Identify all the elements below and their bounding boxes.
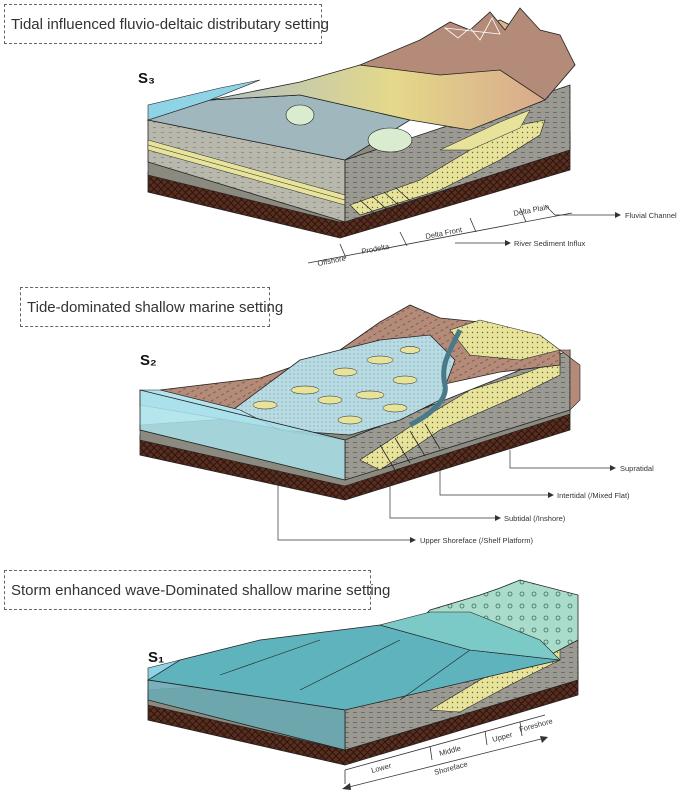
s3-delta-wedges — [349, 119, 546, 216]
panel-s2: S₂ Supratidal Intertidal (/Mixed Flat) S… — [139, 304, 654, 545]
s3-title: Tidal influenced fluvio-deltaic distribu… — [4, 4, 329, 44]
s1-water-front — [147, 679, 346, 751]
s3-zone-delta-front: Delta Front — [425, 225, 464, 241]
panel-s3: Offshore Prodelta Delta Front Delta Plai… — [138, 7, 677, 268]
s3-callout-fluvial-channel: Fluvial Channel — [625, 211, 677, 220]
s1-zone-upper: Upper — [491, 730, 514, 744]
s2-side-cliff — [559, 349, 581, 411]
s3-mountains — [358, 7, 576, 101]
s2-stage-label: S₂ — [140, 352, 157, 369]
s2-water-front — [139, 389, 346, 481]
s3-zone-prodelta: Prodelta — [361, 242, 391, 256]
s3-island — [285, 104, 315, 126]
s2-callout-supratidal: Supratidal — [620, 464, 654, 473]
s3-island — [367, 127, 413, 153]
s1-zone-middle: Middle — [438, 744, 462, 758]
s1-zone-foreshore: Foreshore — [518, 716, 553, 734]
s2-title: Tide-dominated shallow marine setting — [20, 287, 283, 327]
s2-callout-intertidal: Intertidal (/Mixed Flat) — [557, 491, 630, 500]
s1-water-edge — [147, 659, 181, 681]
s2-callout-upper-shoreface: Upper Shoreface (/Shelf Platform) — [420, 536, 533, 545]
s2-callout-subtidal: Subtidal (/Inshore) — [504, 514, 566, 523]
s1-zone-lower: Lower — [370, 761, 393, 775]
s3-stage-label: S₃ — [138, 70, 155, 87]
s3-water-body — [147, 79, 261, 121]
s1-stage-label: S₁ — [148, 649, 164, 666]
s2-tidal-wedges — [359, 359, 561, 471]
panel-s1: S₁ Lower Middle Upper Foreshore Shorefac… — [146, 579, 579, 790]
s2-tidal-channel — [408, 328, 463, 428]
s1-title: Storm enhanced wave-Dominated shallow ma… — [4, 570, 390, 610]
s3-callout-river-sediment: River Sediment Influx — [514, 239, 586, 248]
s3-zone-delta-plain: Delta Plain — [513, 202, 550, 218]
s3-zone-offshore: Offshore — [317, 254, 347, 268]
s1-shoreface-label: Shoreface — [433, 759, 468, 777]
s2-sand-bars — [252, 346, 421, 425]
